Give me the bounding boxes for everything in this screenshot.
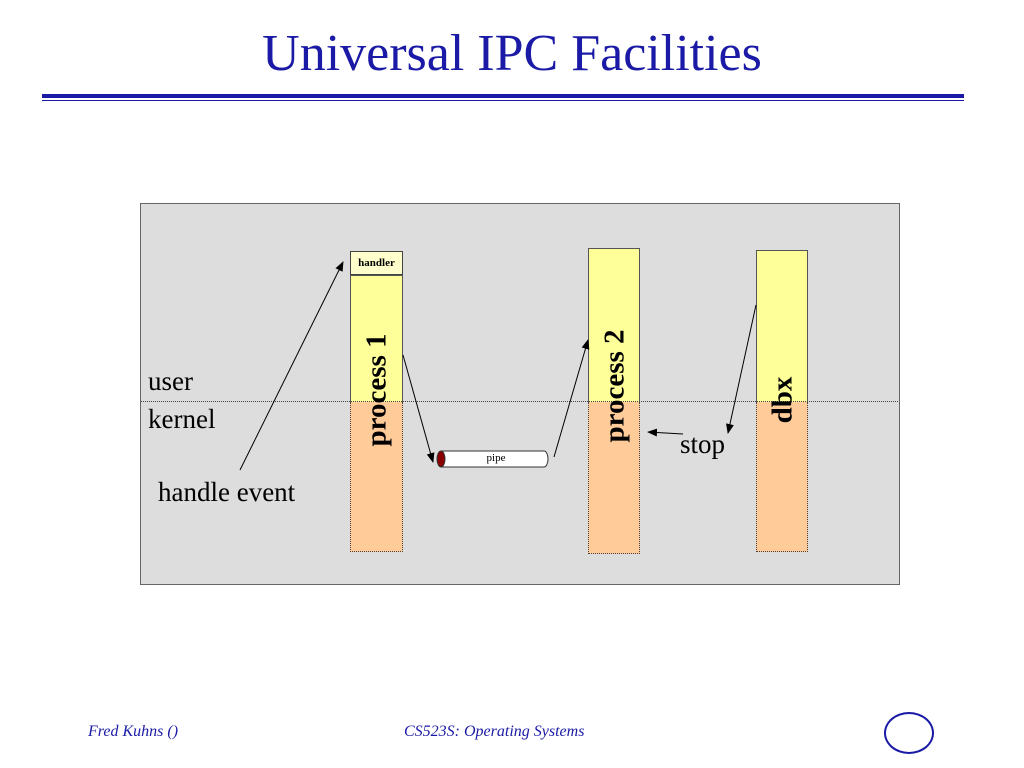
handler-box: handler — [350, 251, 403, 275]
dbx-kernel-region — [756, 402, 808, 552]
pipe-to-process2-arrow — [553, 339, 590, 458]
title-rule-thin — [42, 100, 964, 101]
slide-title: Universal IPC Facilities — [262, 25, 762, 82]
title-rule-thick — [42, 94, 964, 98]
user-kernel-divider — [141, 401, 898, 402]
user-layer-label: user — [148, 366, 193, 396]
process2-kernel-region — [588, 402, 640, 554]
stop-arrow — [647, 428, 684, 437]
dbx-user-region — [756, 250, 808, 402]
stop-label: stop — [680, 429, 726, 459]
pipe-label: pipe — [486, 452, 506, 464]
handle-event-arrow — [239, 261, 344, 471]
pipe-shape — [436, 450, 549, 468]
process1-to-pipe-arrow — [402, 354, 435, 463]
logo-circle-icon — [884, 712, 934, 754]
kernel-layer-label: kernel — [148, 404, 216, 434]
process1-kernel-region — [350, 402, 403, 552]
footer-author: Fred Kuhns () — [88, 723, 179, 740]
handle-event-label: handle event — [158, 477, 296, 507]
dbx-to-kernel-arrow — [726, 304, 757, 434]
process2-user-region — [588, 248, 640, 402]
footer-course: CS523S: Operating Systems — [404, 723, 585, 740]
process1-user-region — [350, 275, 403, 402]
